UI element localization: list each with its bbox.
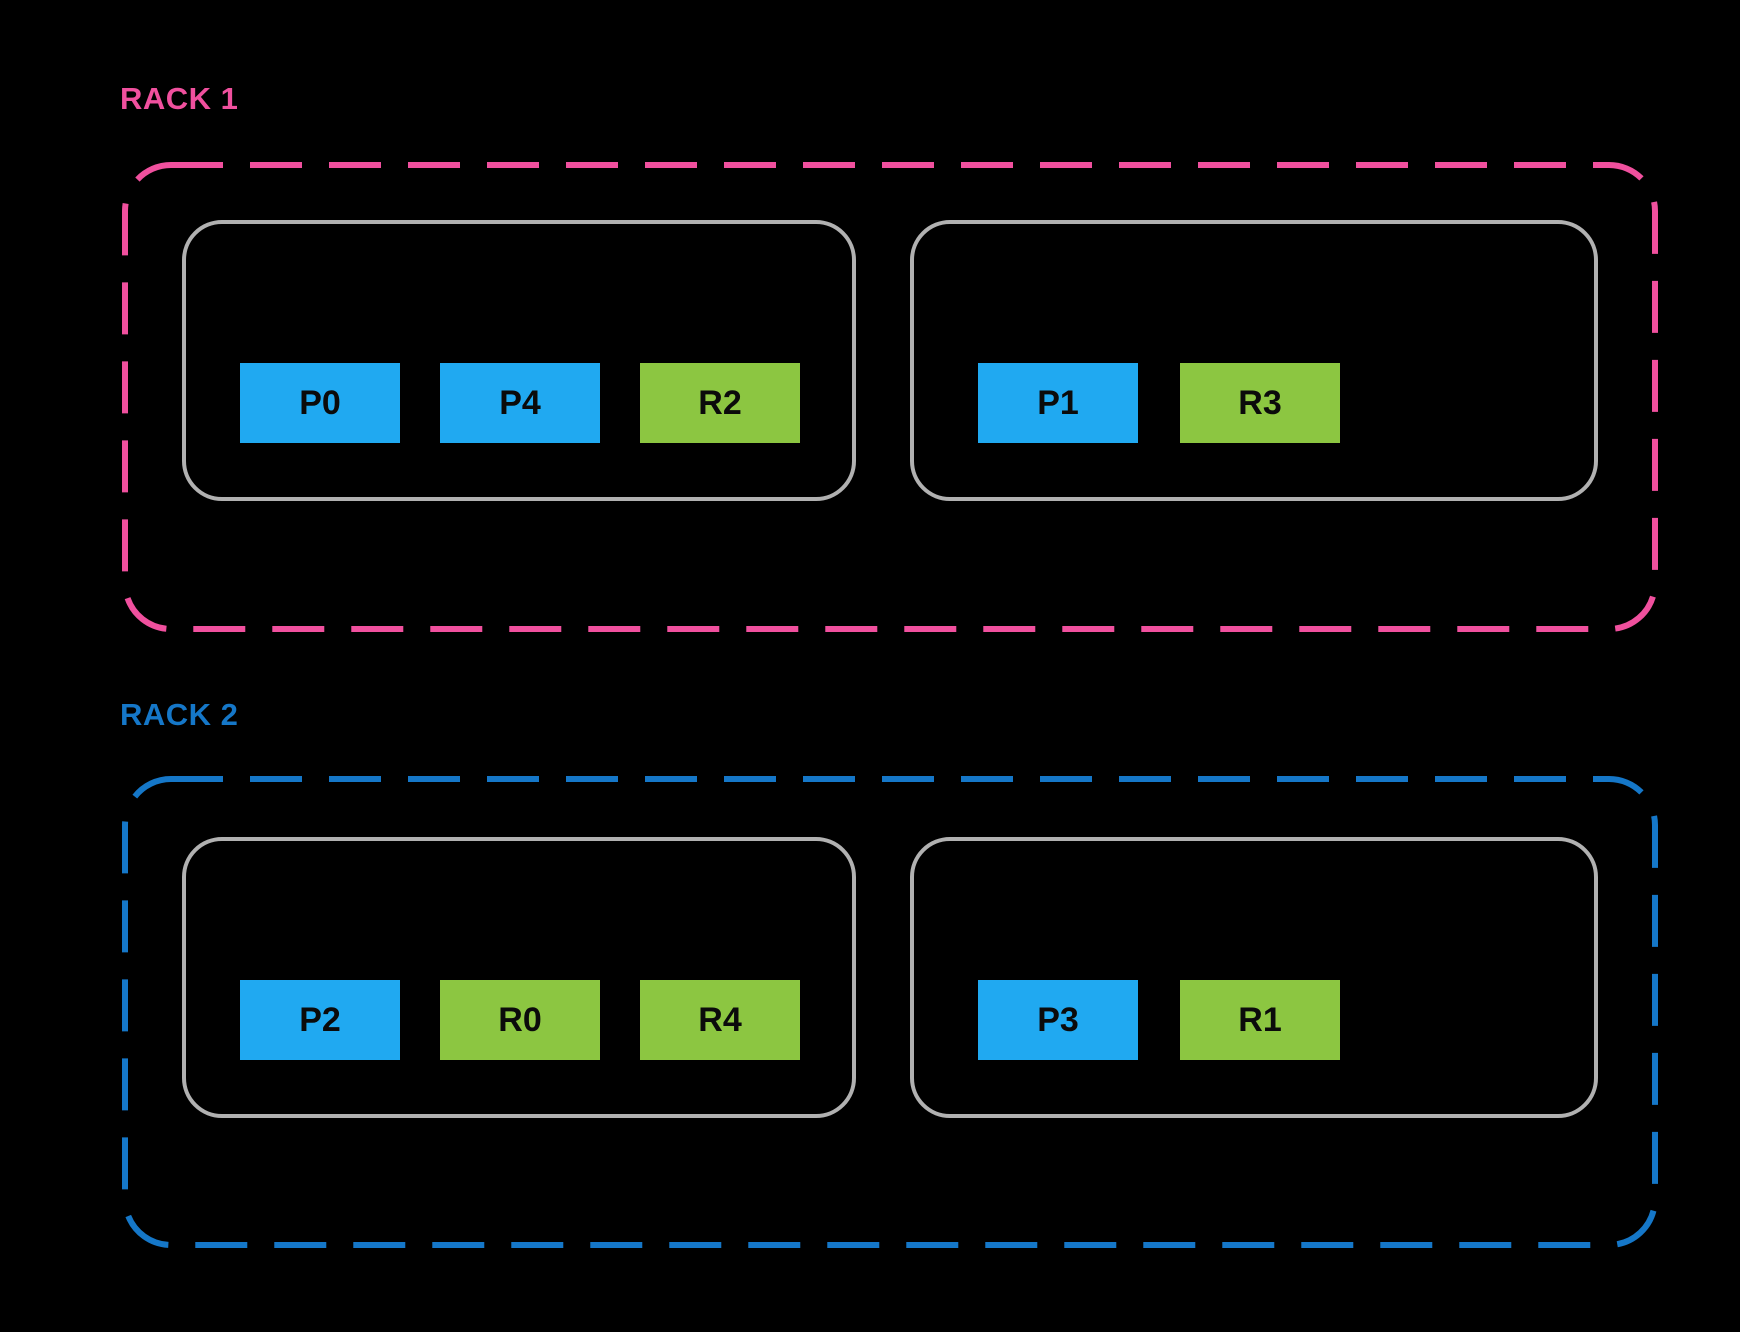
rack2-container: P2 R0 R4 P3 R1 [122,776,1658,1248]
node-p4: P4 [440,363,600,443]
rack2-label: RACK 2 [120,697,239,732]
node-p3: P3 [978,980,1138,1060]
node-p0: P0 [240,363,400,443]
rack1-container: P0 P4 R2 P1 R3 [122,162,1658,632]
rack1-host1-box: P0 P4 R2 [182,220,856,501]
rack2-dashed-boundary [122,776,1658,1248]
node-r0: R0 [440,980,600,1060]
rack1-label: RACK 1 [120,81,239,116]
node-r2: R2 [640,363,800,443]
node-r4: R4 [640,980,800,1060]
node-r1: R1 [1180,980,1340,1060]
node-r3: R3 [1180,363,1340,443]
node-p2: P2 [240,980,400,1060]
rack2-host2-box: P3 R1 [910,837,1598,1118]
rack1-host2-box: P1 R3 [910,220,1598,501]
rack2-host1-box: P2 R0 R4 [182,837,856,1118]
node-p1: P1 [978,363,1138,443]
rack1-dashed-boundary [122,162,1658,632]
